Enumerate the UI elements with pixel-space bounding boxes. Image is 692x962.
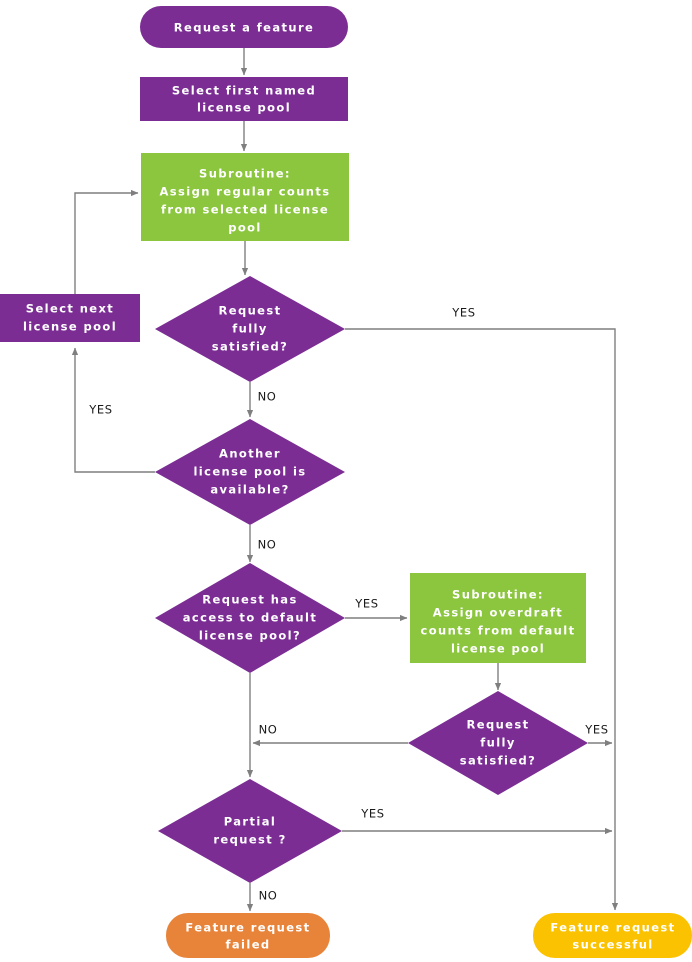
edge-label-yes-another-pool: YES (88, 403, 112, 417)
node-end-successful[interactable]: Feature request successful (533, 913, 692, 958)
node-end-failed[interactable]: Feature request failed (166, 913, 330, 958)
edge-label-yes-fully-satisfied-2: YES (584, 723, 608, 737)
connectors (71, 48, 619, 912)
edge-label-no-another-pool: NO (258, 538, 277, 552)
node-decision-fully-satisfied-1-shape (155, 276, 345, 382)
node-decision-fully-satisfied-2-shape (408, 691, 588, 795)
node-decision-fully-satisfied-2[interactable]: Request fully satisfied? (408, 691, 588, 795)
edge-labels: YES NO YES NO YES NO YES YES NO (88, 306, 608, 903)
node-decision-fully-satisfied-1[interactable]: Request fully satisfied? (155, 276, 345, 382)
node-subroutine-regular-shape (141, 153, 349, 241)
edge-label-yes-default-access: YES (354, 597, 378, 611)
node-start[interactable]: Request a feature (140, 6, 348, 48)
node-subroutine-overdraft[interactable]: Subroutine: Assign overdraft counts from… (410, 573, 586, 663)
node-decision-default-access[interactable]: Request has access to default license po… (155, 563, 345, 673)
edge-another-pool-yes-to-select-next (71, 347, 155, 473)
node-end-successful-shape (533, 913, 692, 958)
node-select-first-pool[interactable]: Select first named license pool (140, 77, 348, 121)
edge-label-no-partial-request: NO (259, 889, 278, 903)
edge-select-next-to-subroutine-regular (74, 189, 139, 294)
node-decision-another-pool[interactable]: Another license pool is available? (155, 419, 345, 525)
node-start-shape (140, 6, 348, 48)
edge-label-no-fully-satisfied-2: NO (259, 723, 278, 737)
node-subroutine-overdraft-shape (410, 573, 586, 663)
node-end-failed-shape (166, 913, 330, 958)
nodes: Request a feature Select first named lic… (0, 6, 692, 958)
edge-label-no-fully-satisfied-1: NO (258, 390, 277, 404)
node-subroutine-regular[interactable]: Subroutine: Assign regular counts from s… (141, 153, 349, 241)
node-decision-another-pool-shape (155, 419, 345, 525)
node-decision-default-access-shape (155, 563, 345, 673)
node-select-first-pool-shape (140, 77, 348, 121)
node-select-next-pool[interactable]: Select next license pool (0, 294, 140, 342)
edge-decision1-yes-to-trunk (345, 328, 619, 911)
node-decision-partial-request[interactable]: Partial request ? (158, 779, 342, 883)
edge-label-yes-partial-request: YES (360, 807, 384, 821)
edge-label-yes-fully-satisfied-1: YES (451, 306, 475, 320)
node-select-next-pool-shape (0, 294, 140, 342)
node-decision-partial-request-shape (158, 779, 342, 883)
